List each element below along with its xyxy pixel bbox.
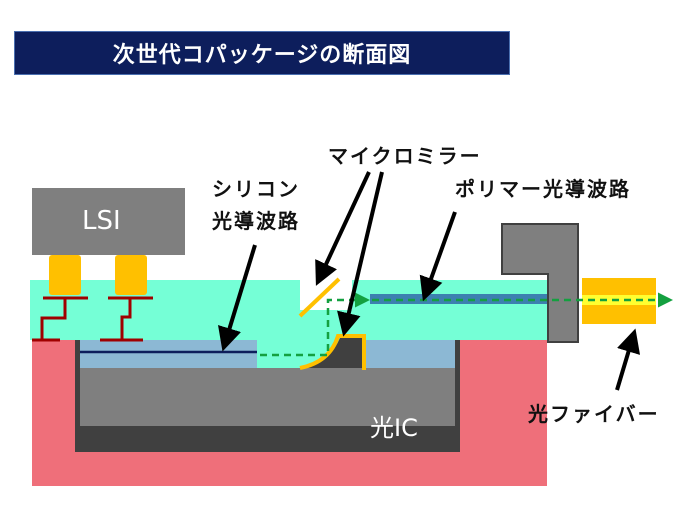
arrow-polymer-waveguide xyxy=(419,211,457,302)
lsi-chip xyxy=(32,188,185,255)
lsi-label: LSI xyxy=(82,206,121,236)
arrow-micromirror-lower xyxy=(337,171,384,337)
arrow-optical-fiber xyxy=(615,328,641,391)
solder-bump xyxy=(115,255,147,295)
micromirror-label: マイクロミラー xyxy=(328,144,482,168)
polymer-cladding-layer-right xyxy=(352,280,547,340)
optical-ic-label: 光IC xyxy=(370,414,418,442)
silicon-waveguide-label-line2: 光導波路 xyxy=(212,209,300,233)
polymer-waveguide-label: ポリマー光導波路 xyxy=(455,177,631,201)
solder-bump xyxy=(49,255,81,295)
micromirror-lower xyxy=(300,334,362,368)
optical-fiber-label: 光ファイバー xyxy=(528,402,660,426)
silicon-layer xyxy=(80,340,257,368)
wiring xyxy=(32,296,153,342)
diagram-title: 次世代コパッケージの断面図 xyxy=(112,43,412,68)
silicon-waveguide-label-line1: シリコン xyxy=(212,177,300,201)
silicon-layer-right xyxy=(362,340,455,368)
title-banner: 次世代コパッケージの断面図 xyxy=(14,31,510,75)
fiber-holder xyxy=(501,223,579,343)
arrow-micromirror-upper xyxy=(315,171,371,286)
arrow-silicon-waveguide xyxy=(218,244,257,352)
